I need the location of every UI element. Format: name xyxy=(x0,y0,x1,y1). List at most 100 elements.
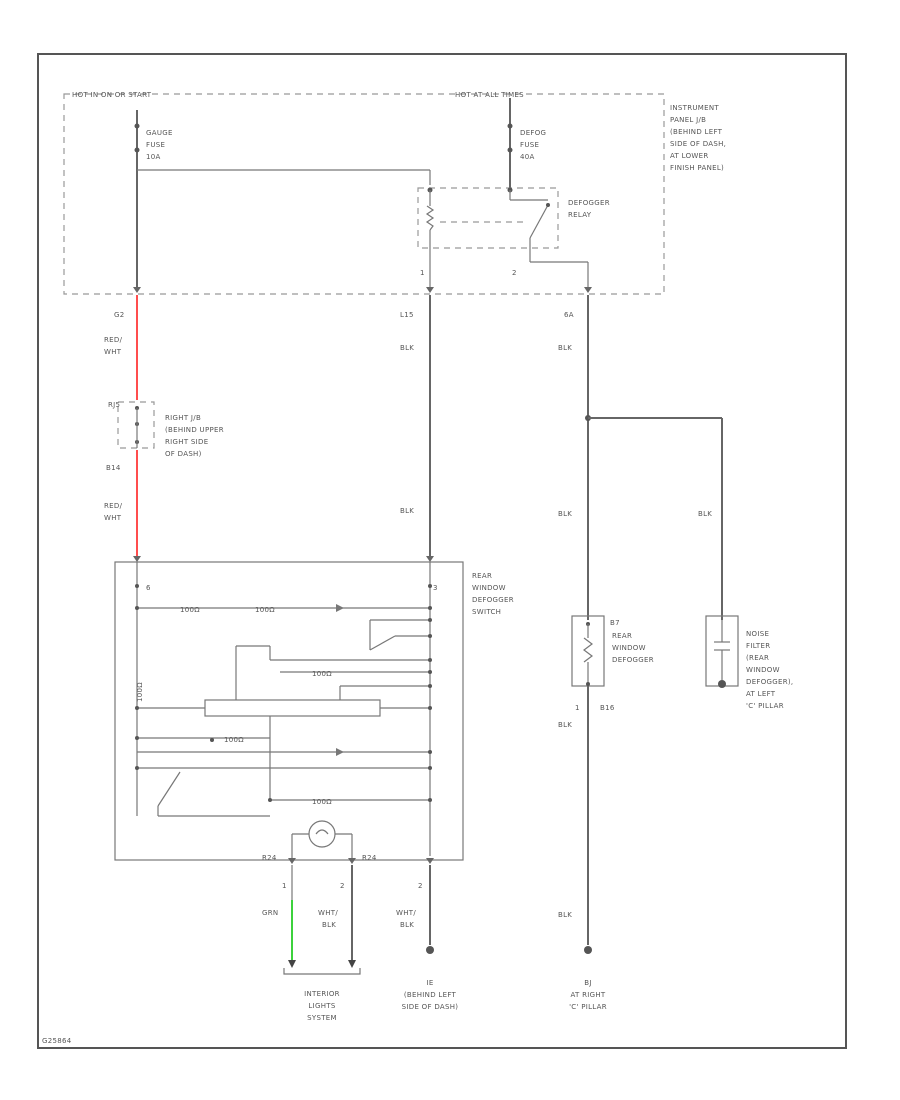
b3-label: 2 xyxy=(418,882,423,890)
wht-blk-2a: WHT/ xyxy=(396,909,416,917)
r1-label: 100Ω xyxy=(180,606,200,614)
relay-pin2-label: 2 xyxy=(512,269,517,277)
red-wht-1b: WHT xyxy=(104,348,122,356)
b2-label: 2 xyxy=(340,882,345,890)
jbox-label-4: OF DASH) xyxy=(165,450,202,458)
dot-752 xyxy=(428,750,432,754)
switch-pin-b2: R24 xyxy=(362,854,377,862)
diode-2 xyxy=(336,748,344,756)
ground-bj-3: 'C' PILLAR xyxy=(569,1003,607,1011)
defog-fuse-dot-bot xyxy=(507,147,513,153)
conn-right-label: 6A xyxy=(564,311,574,319)
switch-pin-b1: R24 xyxy=(262,854,277,862)
defogger-switch-box xyxy=(114,561,464,861)
wht-blk-1a: WHT/ xyxy=(318,909,338,917)
defogger-label-3: DEFOGGER xyxy=(612,656,654,664)
r2-label: 100Ω xyxy=(255,606,275,614)
dot-608-r xyxy=(428,606,432,610)
indicator-lamp-icon xyxy=(308,820,336,848)
switch-pin-left-marker xyxy=(133,556,141,562)
location-note-3: (BEHIND LEFT xyxy=(670,128,723,136)
ground-ie-3: SIDE OF DASH) xyxy=(402,1003,459,1011)
lamp-filament xyxy=(315,829,329,835)
location-note-5: AT LOWER xyxy=(670,152,709,160)
switch-pin-right: 3 xyxy=(433,584,438,592)
ground-ie-2: (BEHIND LEFT xyxy=(404,991,457,999)
dot-660 xyxy=(428,658,432,662)
conn-left-label: G2 xyxy=(114,311,124,319)
interior-arrow-2 xyxy=(348,960,356,968)
interior-label-2: LIGHTS xyxy=(308,1002,335,1010)
wht-blk-1b: BLK xyxy=(322,921,336,929)
gauge-fuse-label-1: GAUGE xyxy=(146,129,173,137)
location-note-4: SIDE OF DASH, xyxy=(670,140,726,148)
ground-ie-1: IE xyxy=(426,979,433,987)
dot-768 xyxy=(135,766,139,770)
pin-marker-b2 xyxy=(348,858,356,864)
diagram-frame xyxy=(37,53,847,1049)
gauge-fuse-dot-bot xyxy=(134,147,140,153)
filter-label-7: 'C' PILLAR xyxy=(746,702,784,710)
ground-bj-icon xyxy=(584,946,592,954)
defogger-label-1: REAR xyxy=(612,632,632,640)
fuse-box-left-label: HOT IN ON OR START xyxy=(72,91,152,99)
conn-marker-mid xyxy=(426,287,434,293)
switch-label-1: REAR xyxy=(472,572,492,580)
red-wht-2a: RED/ xyxy=(104,502,123,510)
filter-label-5: DEFOGGER), xyxy=(746,678,793,686)
diagram-id: G25864 xyxy=(42,1037,72,1045)
location-note-2: PANEL J/B xyxy=(670,116,706,124)
wht-blk-2b: BLK xyxy=(400,921,414,929)
grn-label: GRN xyxy=(262,909,278,917)
r5-label: 100Ω xyxy=(224,736,244,744)
gauge-fuse-label-2: FUSE xyxy=(146,141,165,149)
defog-fuse-dot-top xyxy=(507,123,513,129)
red-wht-1a: RED/ xyxy=(104,336,123,344)
interior-bracket xyxy=(283,968,361,975)
fuse-box-right-label: HOT AT ALL TIMES xyxy=(455,91,524,99)
transistor-e xyxy=(369,635,396,651)
red-wht-2b: WHT xyxy=(104,514,122,522)
instrument-panel-jb-box xyxy=(63,93,665,295)
switch-label-2: WINDOW xyxy=(472,584,506,592)
switch-label-4: SWITCH xyxy=(472,608,501,616)
blk-mid-2: BLK xyxy=(400,507,414,515)
r3-label: 100Ω xyxy=(312,670,332,678)
relay-contact-switch xyxy=(529,204,549,239)
momentary-switch xyxy=(157,771,181,807)
relay-label-1: DEFOGGER xyxy=(568,199,610,207)
switch-ic-block xyxy=(204,699,381,717)
conn-marker-left xyxy=(133,287,141,293)
diode-1 xyxy=(336,604,344,612)
dot-740 xyxy=(210,738,214,742)
defogger-label-2: WINDOW xyxy=(612,644,646,652)
gauge-fuse-label-3: 10A xyxy=(146,153,161,161)
dot-608-l xyxy=(135,606,139,610)
r4-label: 100Ω xyxy=(136,682,144,702)
relay-coil xyxy=(425,205,435,231)
jbox-label-3: RIGHT SIDE xyxy=(165,438,208,446)
dot-636 xyxy=(428,634,432,638)
dot-768-r xyxy=(428,766,432,770)
b1-label: 1 xyxy=(282,882,287,890)
dot-686 xyxy=(428,684,432,688)
gauge-fuse-dot-top xyxy=(134,123,140,129)
switch-pin-left: 6 xyxy=(146,584,151,592)
right-jb-box xyxy=(117,401,155,449)
dot-800-r xyxy=(428,798,432,802)
jbox-label-2: (BEHIND UPPER xyxy=(165,426,224,434)
blk-right-1: BLK xyxy=(558,344,572,352)
defog-fuse-label-3: 40A xyxy=(520,153,535,161)
defog-dot-bot xyxy=(586,682,590,686)
defog-bot-pin: B16 xyxy=(600,704,615,712)
blk-right-3: BLK xyxy=(558,721,572,729)
switch-dot-r1 xyxy=(428,584,432,588)
interior-label-3: SYSTEM xyxy=(307,1014,337,1022)
filter-label-1: NOISE xyxy=(746,630,769,638)
defog-top-pin: B7 xyxy=(610,619,620,627)
blk-filter: BLK xyxy=(698,510,712,518)
conn-marker-right xyxy=(584,287,592,293)
blk-right-4: BLK xyxy=(558,911,572,919)
pin-marker-b1 xyxy=(288,858,296,864)
